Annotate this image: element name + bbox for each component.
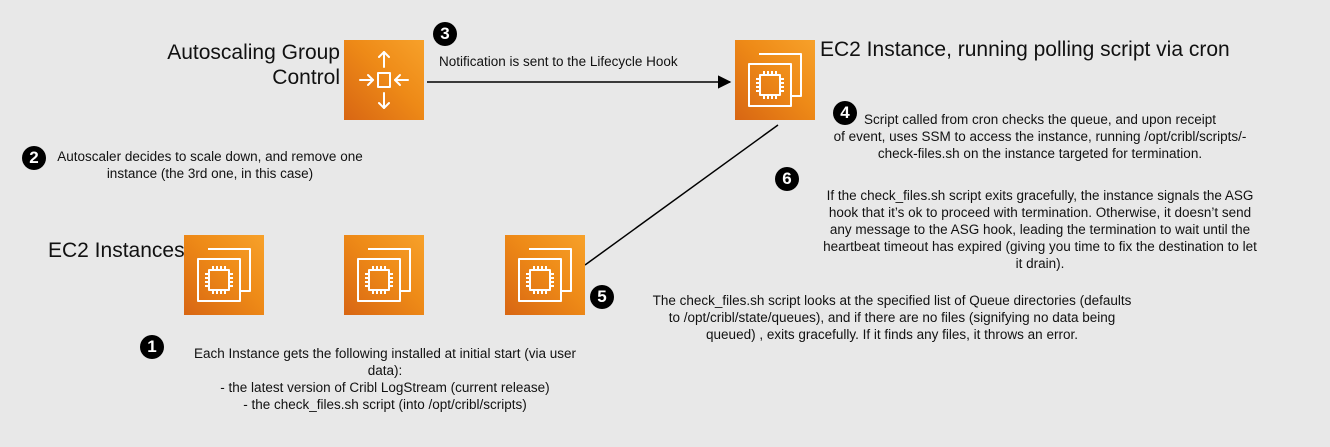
step-6-text: If the check_files.sh script exits grace… bbox=[823, 188, 1257, 271]
ec2-instance-icon bbox=[197, 248, 251, 302]
step-3-text: Notification is sent to the Lifecycle Ho… bbox=[439, 54, 678, 69]
step-1-text: Each Instance gets the following install… bbox=[194, 346, 576, 412]
step-2-badge: 2 bbox=[22, 146, 46, 170]
step-6-badge: 6 bbox=[775, 167, 799, 191]
ec2-instance-2-tile[interactable] bbox=[344, 235, 424, 315]
ec2-instances-title: EC2 Instances bbox=[48, 239, 185, 262]
ec2-instance-3-tile[interactable] bbox=[505, 235, 585, 315]
step-2-text: Autoscaler decides to scale down, and re… bbox=[57, 149, 363, 181]
step-5-text: The check_files.sh script looks at the s… bbox=[652, 293, 1132, 342]
step-4-badge: 4 bbox=[833, 101, 857, 125]
ec2-instance-1-tile[interactable] bbox=[184, 235, 264, 315]
step-4-text: Script called from cron checks the queue… bbox=[833, 112, 1247, 161]
ec2-instance-icon bbox=[518, 248, 572, 302]
step-3-badge: 3 bbox=[433, 22, 457, 46]
auto-scaling-icon bbox=[359, 51, 409, 109]
asg-title: Autoscaling Group Control bbox=[167, 41, 340, 89]
auto-scaling-tile[interactable] bbox=[344, 40, 424, 120]
ec2-polling-instance-tile[interactable] bbox=[735, 40, 815, 120]
ec2-instance-icon bbox=[748, 53, 802, 107]
ec2-polling-title: EC2 Instance, running polling script via… bbox=[820, 38, 1230, 61]
step-1-badge: 1 bbox=[140, 335, 164, 359]
step-5-badge: 5 bbox=[590, 285, 614, 309]
ssm-connection-line bbox=[584, 124, 779, 266]
ec2-instance-icon bbox=[357, 248, 411, 302]
